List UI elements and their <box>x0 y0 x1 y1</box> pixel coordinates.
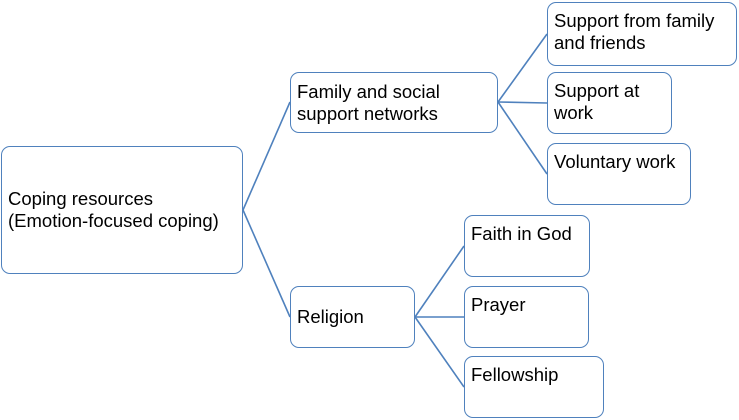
connector-family-to-support-work <box>497 101 548 104</box>
leaf-node-faith-in-god: Faith in God <box>464 215 590 277</box>
root-node: Coping resources (Emotion-focused coping… <box>1 146 243 274</box>
leaf-node-voluntary-work: Voluntary work <box>547 143 691 205</box>
leaf-node-support-at-work: Support at work <box>547 72 672 134</box>
leaf-node-fellowship: Fellowship <box>464 356 604 418</box>
branch-node-family-social: Family and social support networks <box>290 72 498 133</box>
leaf-node-voluntary-work-label: Voluntary work <box>554 151 676 172</box>
branch-node-family-social-label: Family and social support networks <box>297 80 440 124</box>
leaf-node-fellowship-label: Fellowship <box>471 364 559 385</box>
leaf-node-support-family-friends-label: Support from family and friends <box>554 10 715 53</box>
connector-root-to-family <box>242 101 291 211</box>
branch-node-religion: Religion <box>290 286 415 348</box>
leaf-node-support-at-work-label: Support at work <box>554 80 640 123</box>
leaf-node-prayer-label: Prayer <box>471 294 526 315</box>
root-node-label: Coping resources (Emotion-focused coping… <box>8 188 219 231</box>
connector-root-to-religion <box>242 209 291 318</box>
leaf-node-support-family-friends: Support from family and friends <box>547 2 737 66</box>
leaf-node-prayer: Prayer <box>464 286 589 348</box>
connector-religion-to-fellowship <box>414 316 465 388</box>
connector-religion-to-faith <box>414 245 465 318</box>
connector-family-to-voluntary <box>497 101 548 175</box>
branch-node-religion-label: Religion <box>297 306 364 327</box>
connector-family-to-support-family <box>497 33 548 103</box>
leaf-node-faith-in-god-label: Faith in God <box>471 223 572 244</box>
